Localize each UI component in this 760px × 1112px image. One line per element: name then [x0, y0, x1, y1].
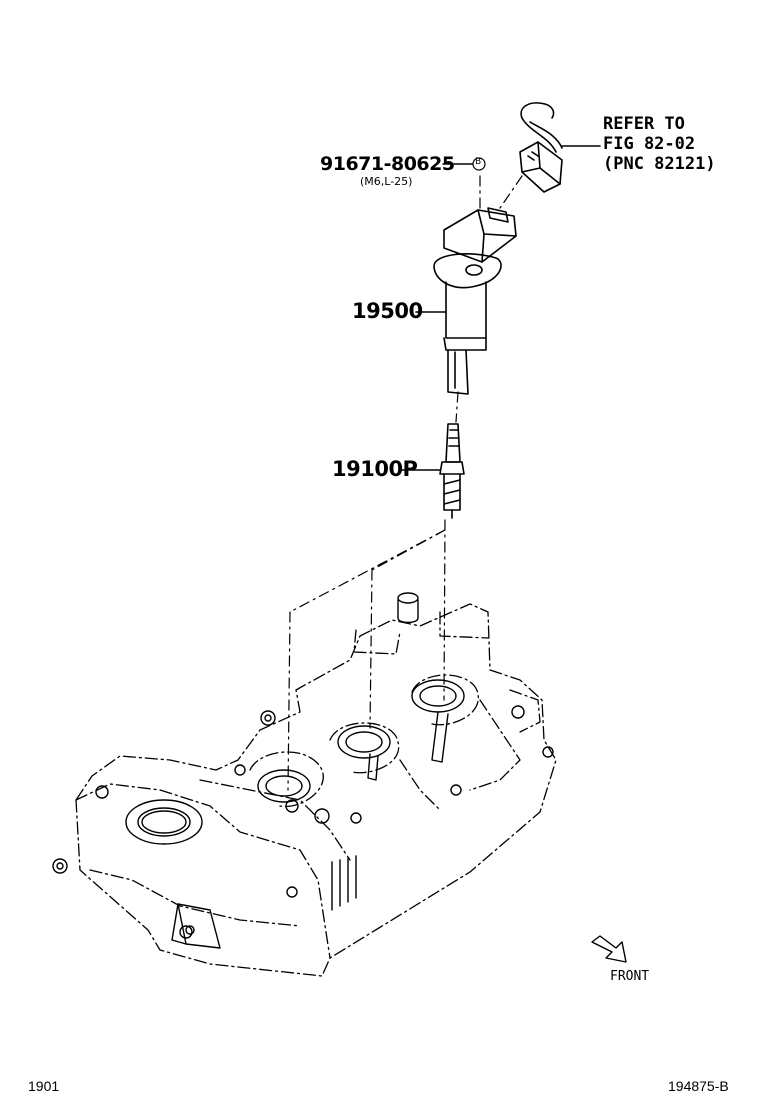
refer-line-2: FIG 82-02: [603, 134, 696, 154]
front-arrow-icon: [591, 935, 627, 963]
ignition-coil: [433, 207, 517, 395]
refer-line-3: (PNC 82121): [603, 154, 716, 174]
front-label: FRONT: [610, 969, 650, 984]
refer-line-1: REFER TO: [603, 114, 685, 134]
bolt-spec: (M6,L-25): [360, 175, 413, 188]
plug-part-number: 19100P: [332, 457, 418, 481]
bolt-marker: B: [475, 157, 482, 167]
footer-left-code: 1901: [28, 1078, 60, 1094]
spark-plug: [439, 423, 465, 519]
bolt-leader: [442, 157, 486, 171]
footer-right-code: 194875-B: [668, 1078, 729, 1094]
wire-connector: [519, 102, 601, 193]
assembly-guide-lines: [287, 175, 523, 791]
bolt-part-number: 91671-80625: [320, 153, 455, 175]
cylinder-head-cover: [75, 603, 557, 977]
coil-part-number: 19500: [352, 299, 423, 323]
cover-details: [52, 592, 554, 949]
